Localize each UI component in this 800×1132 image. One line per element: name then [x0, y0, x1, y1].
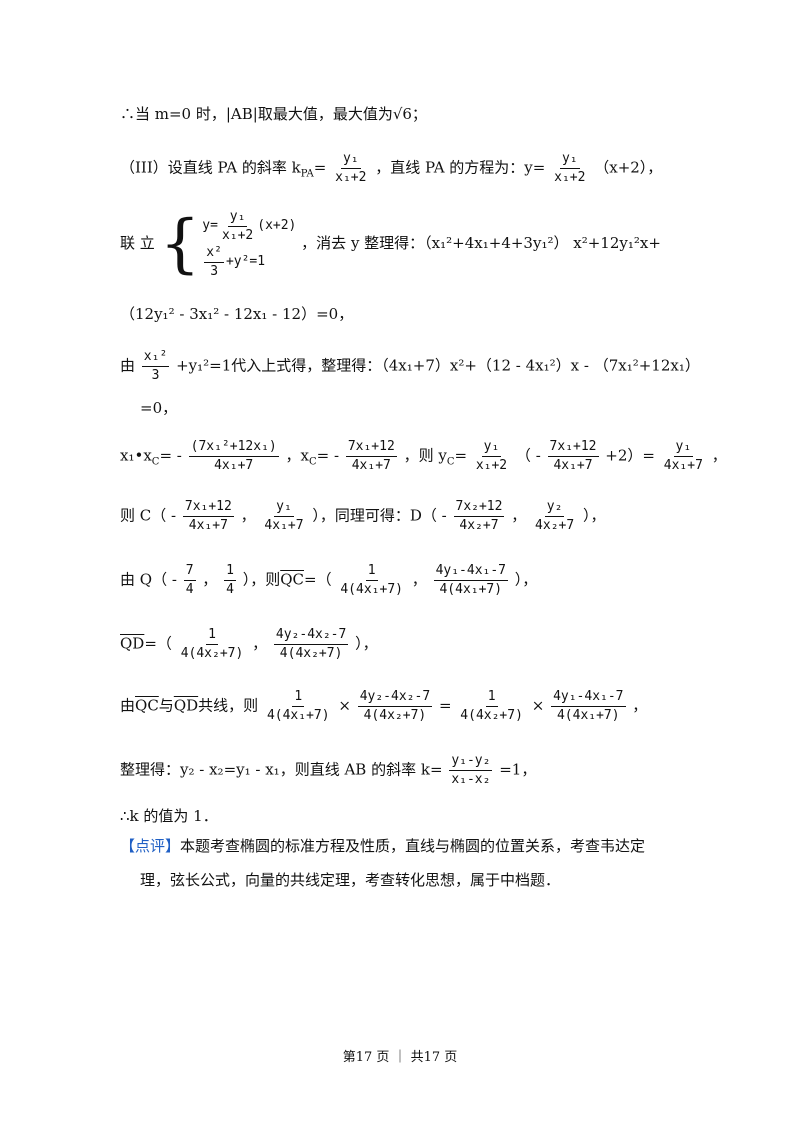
solution-line-1: ∴当 m=0 时，|AB|取最大值，最大值为√6；: [120, 105, 427, 123]
page-footer: 第17 页 ｜ 共17 页: [342, 1050, 458, 1065]
comment-line-2: 理，弦长公式，向量的共线定理，考查转化思想，属于中档题．: [140, 871, 561, 889]
comment-line-1: 【点评】本题考查椭圆的标准方程及性质，直线与椭圆的位置关系，考查韦达定: [120, 837, 646, 855]
comment-tag: 【点评】: [120, 837, 181, 855]
solution-line-13: ∴k 的值为 1．: [120, 807, 218, 825]
solution-line-4: （12y₁² - 3x₁² - 12x₁ - 12）=0，: [120, 305, 354, 323]
solution-line-6: =0，: [140, 399, 178, 417]
